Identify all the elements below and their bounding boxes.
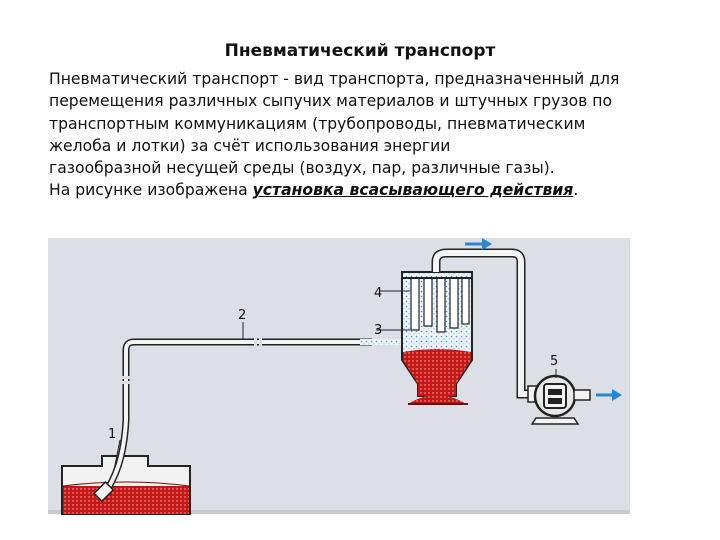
- label-filters: 4: [374, 286, 382, 301]
- figure-reference-suffix: .: [573, 181, 579, 200]
- air-duct: [376, 248, 532, 399]
- paragraph-line: перемещения различных сыпучих материалов…: [49, 92, 613, 111]
- label-pipeline: 2: [238, 308, 246, 323]
- paragraph-line-figure-reference: На рисунке изображена установка всасываю…: [49, 179, 709, 201]
- figure-reference-prefix: На рисунке изображена: [49, 181, 253, 200]
- paragraph-line: Пневматический транспорт - вид транспорт…: [49, 70, 620, 88]
- material-container: [61, 455, 191, 515]
- label-pump: 5: [550, 354, 558, 369]
- paragraph-line: газообразной несущей среды (воздух, пар,…: [49, 159, 555, 178]
- label-separator-chamber: 3: [374, 323, 382, 338]
- filters-4: [380, 277, 472, 333]
- pipeline-2: [100, 337, 404, 499]
- label-nozzle: 1: [108, 427, 116, 442]
- paragraph-line: желоба и лотки) за счёт использования эн…: [49, 136, 451, 155]
- slide-title: Пневматический транспорт: [224, 41, 496, 61]
- air-exhaust-arrow-icon: [465, 238, 492, 250]
- pump-5: [527, 369, 591, 425]
- body-paragraph: Пневматический транспорт - вид транспорт…: [49, 68, 709, 202]
- paragraph-line: транспортным коммуникациям (трубопроводы…: [49, 114, 586, 133]
- nozzle-1: [93, 439, 121, 503]
- installation-type-emphasis: установка всасывающего действия: [252, 181, 574, 200]
- diagram-background-strip: [48, 510, 630, 514]
- pump-outlet-arrow-icon: [596, 389, 622, 401]
